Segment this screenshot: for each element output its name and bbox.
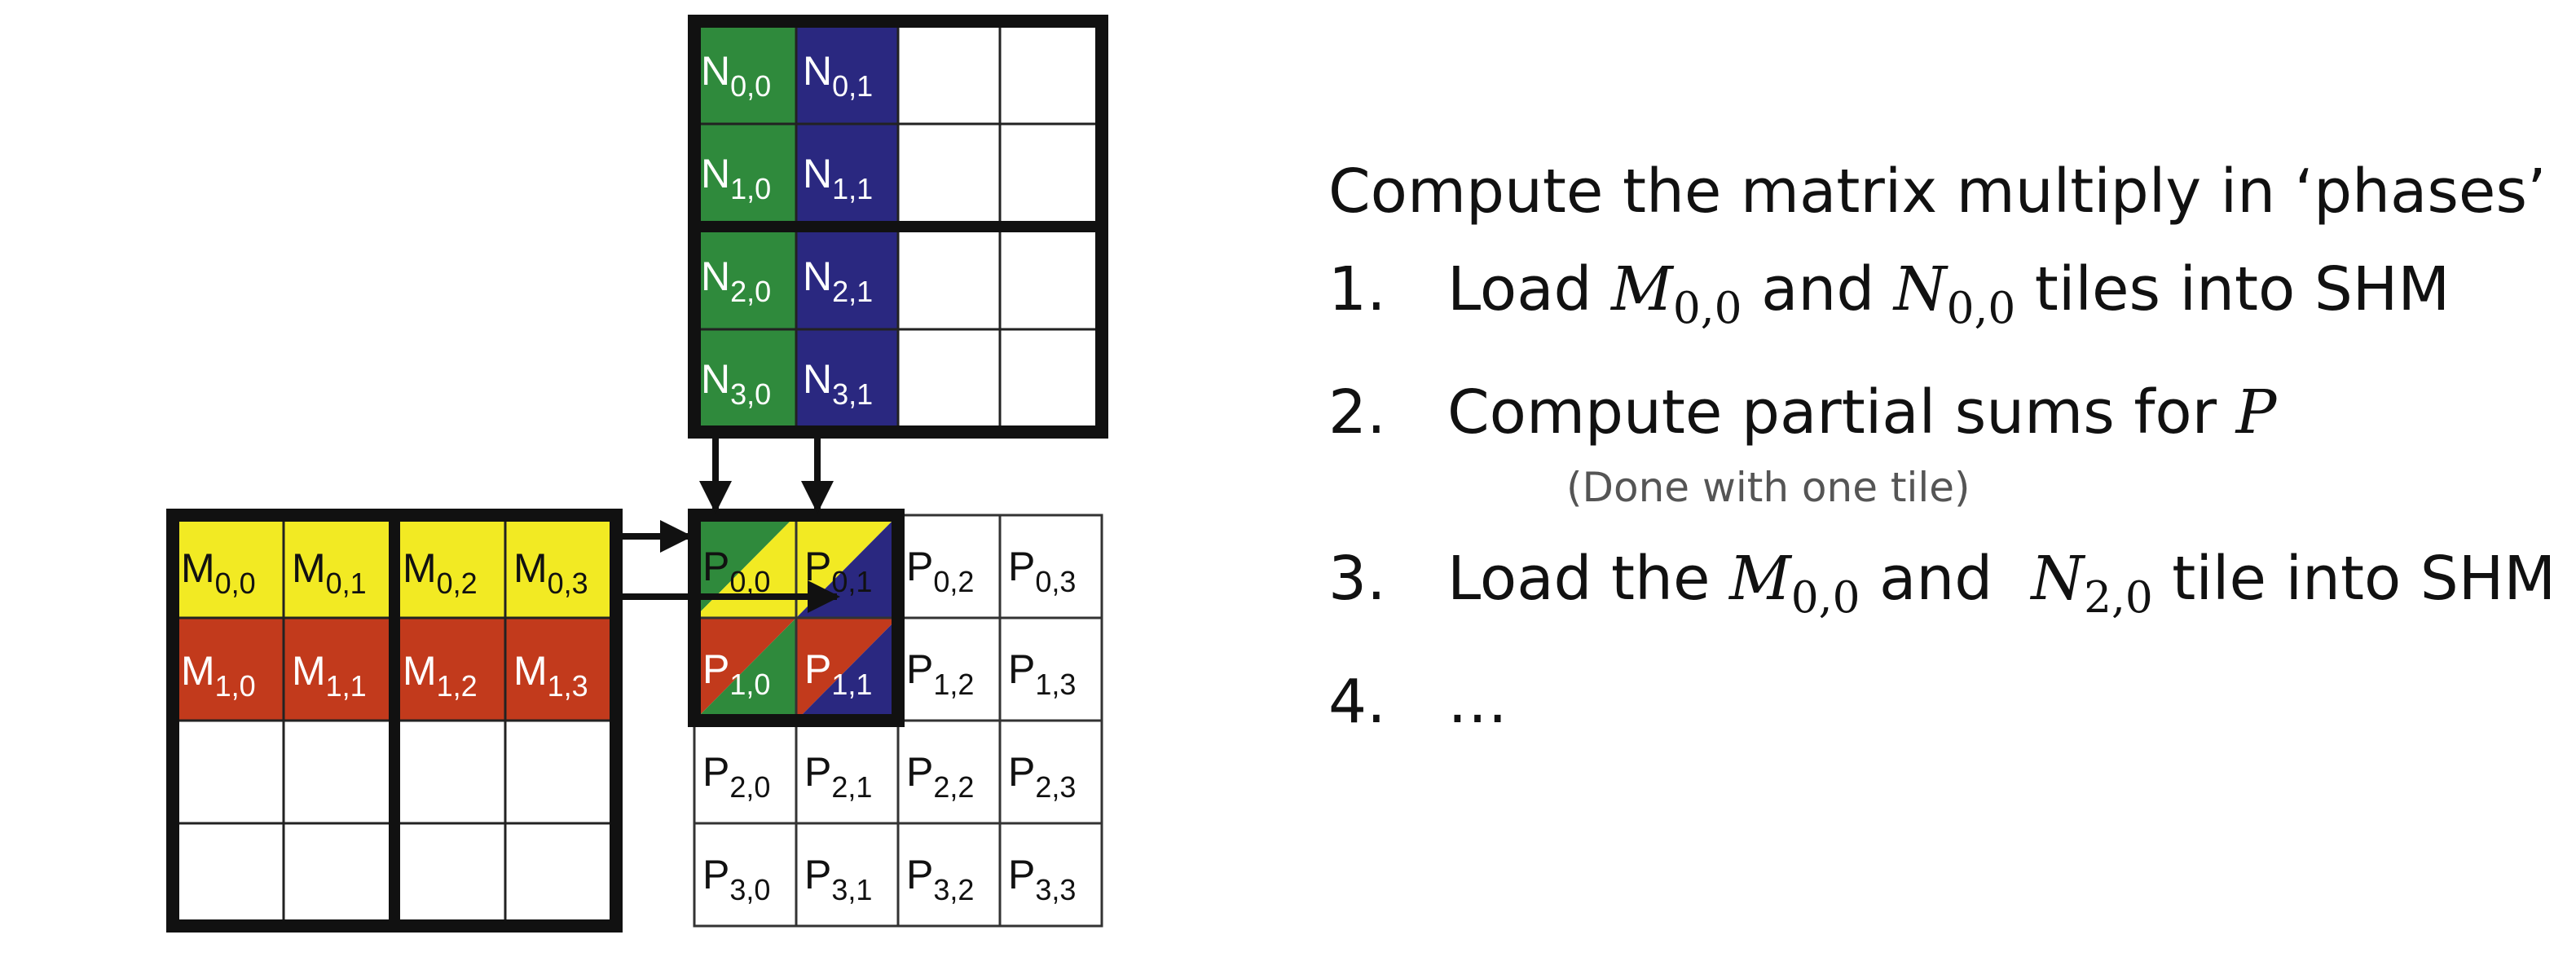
step-1: 1. Load M0,0 and N0,0 tiles into SHM — [1328, 253, 2567, 345]
m-label: M0,3 — [513, 545, 588, 600]
step-text: Load the M0,0 and N2,0 tile into SHM — [1447, 542, 2556, 634]
m-cell — [171, 822, 285, 928]
step-text-part: tile into SHM — [2152, 543, 2556, 614]
m-cell — [504, 719, 618, 825]
step-2: 2. Compute partial sums for P — [1328, 376, 2567, 449]
m-cell — [393, 719, 507, 825]
step-number: 4. — [1328, 666, 1386, 737]
n-cell — [795, 20, 900, 126]
p-partial-triangle — [796, 618, 898, 721]
p-cell — [896, 719, 1002, 825]
step-text: Compute partial sums for P — [1447, 376, 2276, 449]
step-text-part: and — [1742, 254, 1894, 324]
step-text-part: Load the — [1447, 543, 1730, 614]
matrix-m: M0,0M1,0M0,1M1,1M0,2M1,2M0,3M1,3 — [166, 509, 623, 933]
m-cell — [504, 822, 618, 928]
m-cell — [393, 514, 507, 619]
m-cell — [393, 822, 507, 928]
n-cell — [795, 122, 900, 228]
step-text: Load M0,0 and N0,0 tiles into SHM — [1447, 253, 2450, 345]
m-label: M1,1 — [292, 648, 367, 703]
n-cell — [693, 328, 798, 434]
m-cell — [282, 822, 396, 928]
math-m: M0,0 — [1611, 254, 1742, 333]
step-2-note: (Done with one tile) — [1566, 463, 1971, 511]
step-3: 3. Load the M0,0 and N2,0 tile into SHM — [1328, 542, 2567, 634]
step-number: 1. — [1328, 254, 1386, 324]
load-arrows — [619, 437, 840, 613]
p-cell — [896, 822, 1002, 928]
n-cell — [896, 122, 1002, 228]
n-cell — [998, 20, 1103, 126]
math-n: N0,0 — [1893, 254, 2016, 333]
step-4: 4. … — [1328, 665, 2567, 739]
math-m: M0,0 — [1729, 543, 1860, 623]
step-text: … — [1447, 666, 1508, 737]
p-cell — [896, 514, 1002, 619]
p-cell — [693, 822, 798, 928]
n-cell — [896, 20, 1002, 126]
phase-steps: Compute the matrix multiply in ‘phases’ … — [1328, 155, 2567, 739]
n-outer-border — [688, 15, 1108, 439]
m-cell — [171, 719, 285, 825]
step-text-part: tiles into SHM — [2015, 254, 2451, 324]
n-cell — [998, 225, 1103, 331]
m-cell — [282, 719, 396, 825]
n-cell — [998, 328, 1103, 434]
p-cell — [998, 616, 1103, 722]
p-cell — [998, 719, 1103, 825]
p-cell — [795, 822, 900, 928]
p-partial-triangle — [694, 515, 796, 618]
steps-heading: Compute the matrix multiply in ‘phases’ — [1328, 157, 2547, 227]
n-cell — [998, 122, 1103, 228]
p-cell — [998, 822, 1103, 928]
step-text-part: and — [1860, 543, 2032, 614]
m-cell — [171, 616, 285, 722]
step-number: 3. — [1328, 543, 1386, 614]
step-text-part: Load — [1447, 254, 1612, 324]
n-cell — [896, 328, 1002, 434]
step-number: 2. — [1328, 377, 1386, 448]
step-text-part: Compute partial sums for — [1447, 377, 2236, 448]
n-cell — [795, 328, 900, 434]
p-partial-triangle — [694, 618, 796, 721]
math-n: N2,0 — [2031, 543, 2153, 623]
math-p: P — [2235, 377, 2277, 448]
p-active-tile-border — [688, 509, 905, 727]
m-outer-border — [166, 509, 623, 933]
p-label: P2,0 — [702, 749, 770, 804]
n-cell — [896, 225, 1002, 331]
